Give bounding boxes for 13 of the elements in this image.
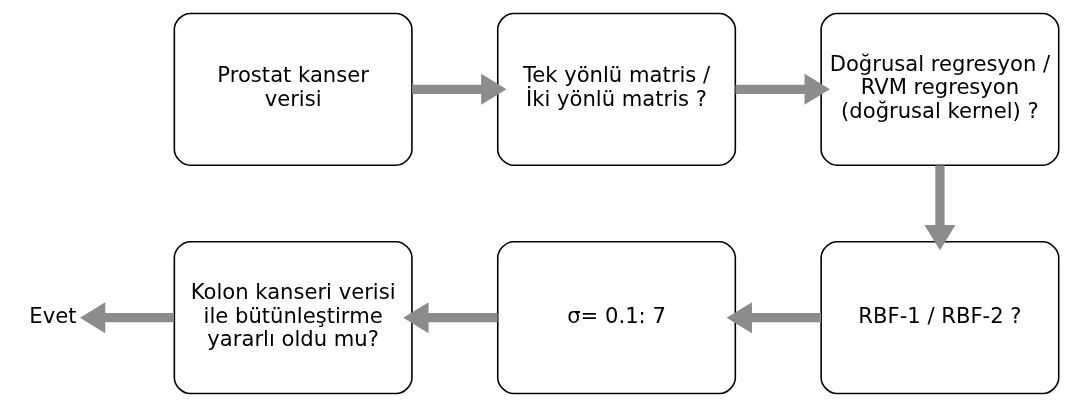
arrow	[403, 302, 498, 334]
node-box: RBF-1 / RBF-2 ?	[820, 241, 1060, 395]
node-box: Prostat kanser verisi	[173, 12, 413, 166]
node-text: Evet	[29, 302, 77, 328]
arrow	[79, 302, 175, 334]
node-box: Kolon kanseri verisi ile bütünleştirme yararlı oldu mu?	[173, 241, 413, 395]
node-box: σ= 0.1: 7	[496, 241, 737, 395]
arrow	[924, 165, 956, 251]
arrow	[735, 73, 830, 105]
arrow	[726, 302, 821, 334]
arrow	[412, 73, 507, 105]
node-box: Doğrusal regresyon / RVM regresyon (doğrusal kernel) ?	[820, 12, 1060, 166]
node-box: Tek yönlü matris / İki yönlü matris ?	[496, 12, 737, 166]
